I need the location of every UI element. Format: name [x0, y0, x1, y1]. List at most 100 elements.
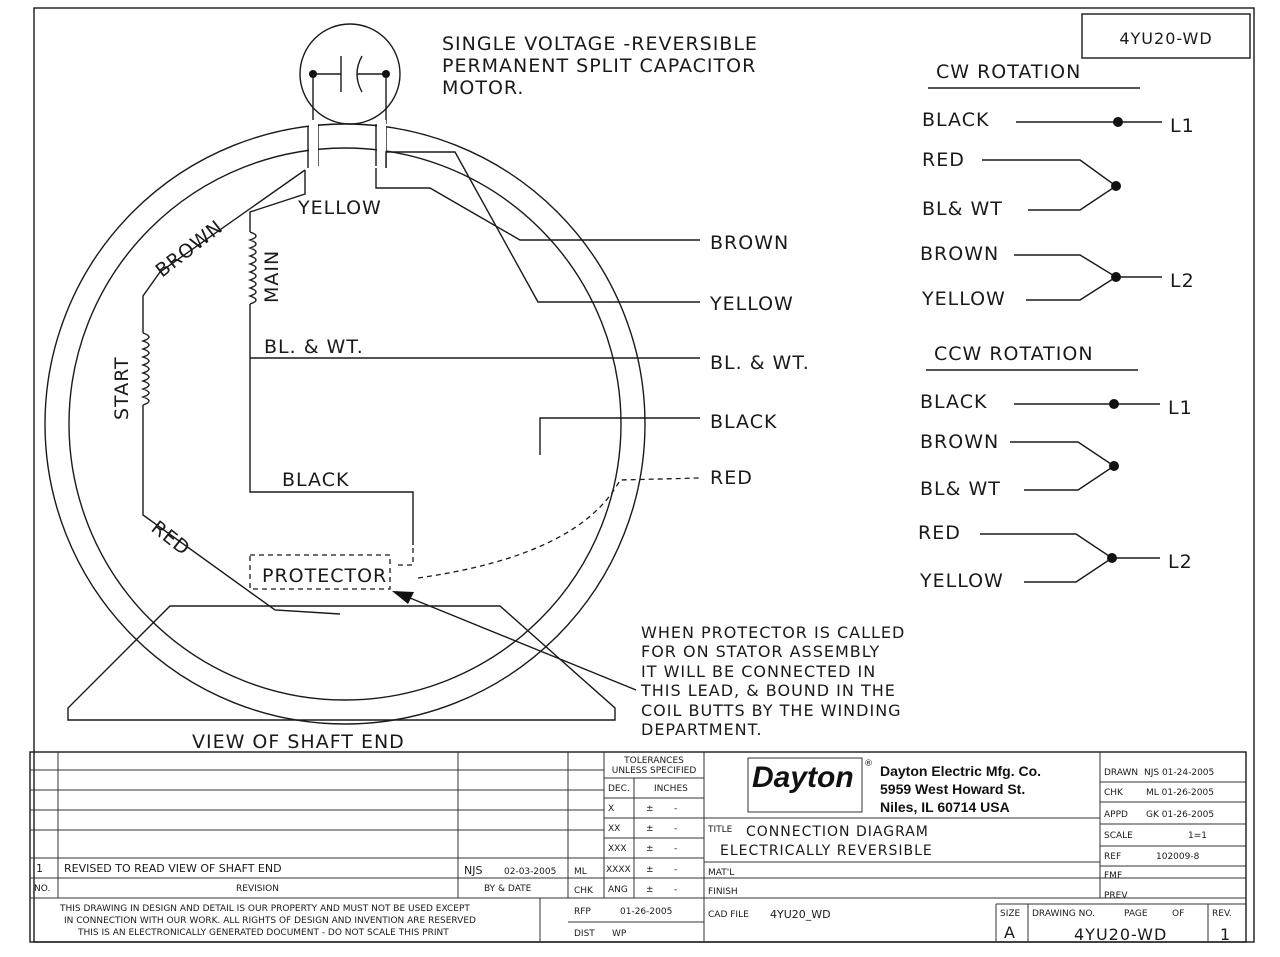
tol-inches: INCHES — [654, 784, 688, 794]
cad-file: 4YU20_WD — [770, 908, 831, 921]
svg-text:-: - — [674, 824, 677, 834]
company-logo-reg: ® — [864, 759, 873, 769]
svg-text:REF: REF — [1104, 852, 1121, 862]
drawing-number: 4YU20-WD — [1074, 925, 1167, 944]
description-line-2: PERMANENT SPLIT CAPACITOR — [442, 55, 756, 77]
motor-start-label: START — [111, 356, 133, 420]
svg-text:SCALE: SCALE — [1104, 831, 1133, 841]
svg-text:FOR ON STATOR ASSEMBLY: FOR ON STATOR ASSEMBLY — [641, 642, 880, 661]
ccw-l1-label: L1 — [1168, 397, 1193, 419]
tol-title-2: UNLESS SPECIFIED — [612, 766, 697, 776]
ccw-blwt-label: BL& WT — [920, 478, 1001, 500]
lead-blwt-label: BL. & WT. — [710, 352, 810, 374]
title-label: TITLE — [707, 825, 733, 835]
ccw-yellow-label: YELLOW — [919, 570, 1004, 592]
cw-l2-label: L2 — [1170, 270, 1195, 292]
title-block: 1 REVISED TO READ VIEW OF SHAFT END NJS … — [29, 751, 1247, 944]
company-address-1: 5959 West Howard St. — [880, 781, 1025, 797]
lead-yellow-label: YELLOW — [709, 293, 794, 315]
sheet-border — [33, 7, 1255, 943]
cad-label: CAD FILE — [708, 910, 749, 920]
protector-arrowhead — [392, 591, 414, 604]
cw-red-label: RED — [922, 149, 965, 171]
svg-text:XXX: XXX — [608, 844, 627, 854]
col-revision: REVISION — [236, 884, 279, 894]
svg-text:APPD: APPD — [1104, 810, 1128, 820]
page-label: PAGE — [1124, 909, 1148, 919]
company-address-2: Niles, IL 60714 USA — [880, 799, 1010, 815]
lead-red-label: RED — [710, 467, 753, 489]
svg-text:-: - — [674, 804, 677, 814]
svg-text:CHK: CHK — [1104, 788, 1124, 798]
svg-text:-: - — [674, 885, 677, 895]
disclaimer-2: IN CONNECTION WITH OUR WORK. ALL RIGHTS … — [64, 916, 476, 926]
svg-text:GK 01-26-2005: GK 01-26-2005 — [1146, 810, 1214, 820]
lead-black-label: BLACK — [710, 411, 777, 433]
ccw-rotation-block: CCW ROTATION BLACK L1 BROWN BL& WT RED L… — [918, 343, 1193, 592]
header-code: 4YU20-WD — [1119, 29, 1212, 48]
description-line-3: MOTOR. — [442, 77, 524, 99]
cw-rotation-block: CW ROTATION BLACK L1 RED BL& WT BROWN L2… — [920, 61, 1195, 310]
capacitor-symbol — [309, 55, 390, 124]
start-winding-coil — [140, 332, 150, 406]
svg-text:DRAWN: DRAWN — [1104, 768, 1138, 778]
svg-text:-: - — [674, 865, 677, 875]
motor-main-label: MAIN — [261, 250, 283, 303]
motor-diagram: PROTECTOR YELLOW BROWN MAIN START BL. & … — [44, 23, 701, 725]
logo-box — [747, 757, 863, 813]
svg-text:DEPARTMENT.: DEPARTMENT. — [641, 720, 763, 739]
svg-text:COIL BUTTS BY THE WINDING: COIL BUTTS BY THE WINDING — [641, 701, 902, 720]
svg-text:±: ± — [646, 844, 654, 854]
ccw-l2-label: L2 — [1168, 551, 1193, 573]
tol-dec: DEC. — [608, 784, 630, 794]
svg-text:±: ± — [646, 885, 654, 895]
svg-text:NJS 01-24-2005: NJS 01-24-2005 — [1144, 768, 1214, 778]
svg-text:WHEN PROTECTOR IS CALLED: WHEN PROTECTOR IS CALLED — [641, 623, 905, 642]
size-value: A — [1004, 923, 1016, 942]
revision-by: NJS — [464, 864, 482, 877]
svg-text:IT WILL BE CONNECTED IN: IT WILL BE CONNECTED IN — [641, 662, 876, 681]
motor-frame-outer — [44, 123, 646, 725]
svg-text:ML 01-26-2005: ML 01-26-2005 — [1146, 788, 1214, 798]
drawing-title-1: CONNECTION DIAGRAM — [746, 824, 929, 840]
drawing-title-2: ELECTRICALLY REVERSIBLE — [720, 843, 933, 859]
svg-text:FMF: FMF — [1104, 871, 1122, 881]
svg-text:XXXX: XXXX — [606, 865, 631, 875]
matl-label: MAT'L — [708, 868, 734, 878]
motor-base — [67, 605, 616, 721]
protector-note: WHEN PROTECTOR IS CALLED FOR ON STATOR A… — [640, 623, 905, 739]
description-line-1: SINGLE VOLTAGE -REVERSIBLE — [442, 33, 758, 55]
cw-yellow-label: YELLOW — [921, 288, 1006, 310]
revision-text: REVISED TO READ VIEW OF SHAFT END — [64, 862, 282, 875]
col-no: NO. — [34, 884, 50, 894]
cw-title: CW ROTATION — [936, 61, 1081, 83]
company-logo: Dayton — [752, 761, 854, 794]
revision-chk: ML — [574, 867, 587, 877]
tol-title-1: TOLERANCES — [623, 756, 684, 766]
svg-text:±: ± — [646, 824, 654, 834]
svg-text:±: ± — [646, 804, 654, 814]
cw-blwt-label: BL& WT — [922, 198, 1003, 220]
disclaimer-1: THIS DRAWING IN DESIGN AND DETAIL IS OUR… — [59, 904, 470, 914]
motor-frame-inner — [68, 147, 622, 701]
main-winding-coil — [247, 231, 257, 305]
col-by-date: BY & DATE — [484, 884, 532, 894]
svg-text:ANG: ANG — [608, 885, 628, 895]
ccw-brown-label: BROWN — [920, 431, 999, 453]
cw-l1-label: L1 — [1170, 115, 1195, 137]
motor-black-label: BLACK — [282, 469, 349, 491]
svg-text:THIS LEAD, & BOUND IN THE: THIS LEAD, & BOUND IN THE — [640, 681, 896, 700]
cw-brown-label: BROWN — [920, 243, 999, 265]
revision-number: 1 — [36, 862, 43, 875]
company-name: Dayton Electric Mfg. Co. — [880, 763, 1041, 779]
rev-label: REV. — [1212, 909, 1232, 919]
motor-brown-label: BROWN — [152, 216, 228, 282]
svg-text:XX: XX — [608, 824, 620, 834]
drawing-no-label: DRAWING NO. — [1032, 909, 1095, 919]
svg-text:1=1: 1=1 — [1188, 831, 1207, 841]
size-label: SIZE — [1000, 909, 1021, 919]
protector-label: PROTECTOR — [262, 565, 387, 587]
cw-black-label: BLACK — [922, 109, 989, 131]
header-code-box — [1081, 13, 1251, 59]
